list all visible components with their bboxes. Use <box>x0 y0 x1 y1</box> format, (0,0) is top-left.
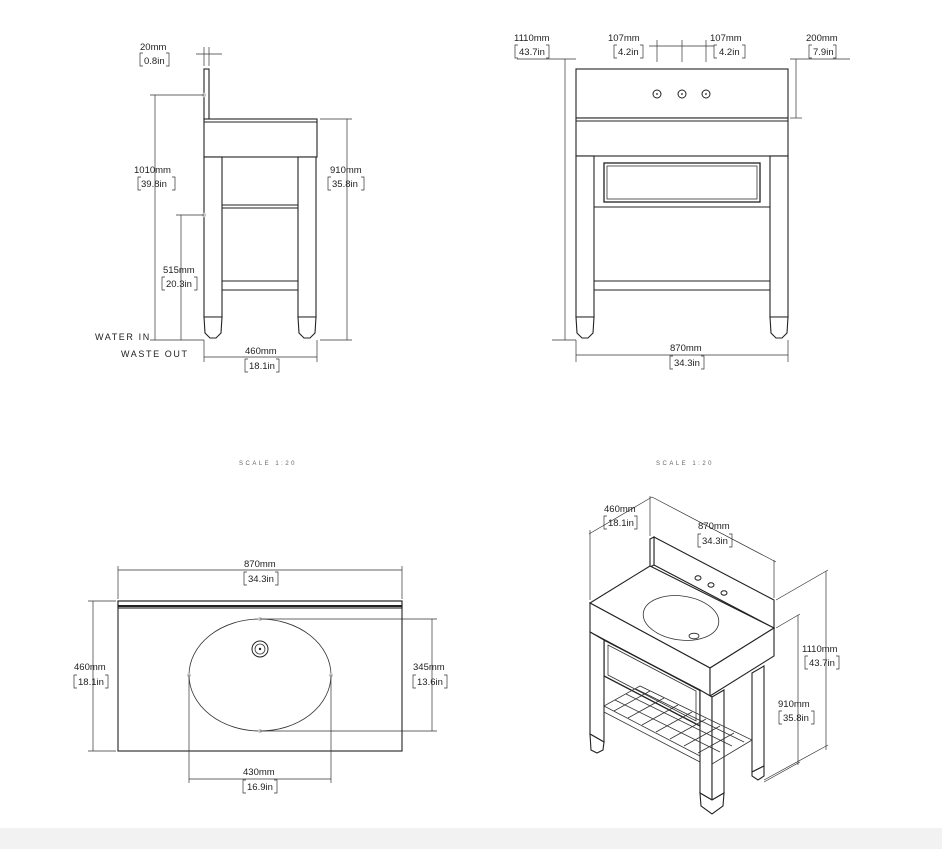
plan-basin-depth-mm: 345mm <box>413 662 445 673</box>
iso-width-in: 34.3in <box>702 536 728 547</box>
iso-depth-mm: 460mm <box>604 504 636 515</box>
front-total-height-mm: 1110mm <box>514 33 550 44</box>
front-backsplash-height-mm: 200mm <box>806 33 838 44</box>
side-backsplash-height-mm: 1010mm <box>134 165 171 176</box>
iso-total-height-in: 43.7in <box>809 658 835 669</box>
front-tap-spacing-right-mm: 107mm <box>710 33 742 44</box>
plan-depth-in: 18.1in <box>78 677 104 688</box>
side-counter-height-mm: 910mm <box>330 165 362 176</box>
shelf-slats <box>603 685 753 765</box>
front-total-height-in: 43.7in <box>519 47 545 58</box>
side-backsplash-height-in: 39.8in <box>141 179 167 190</box>
side-elevation: 20mm 0.8in 1010mm 39.8in 515mm 20.3in 91… <box>95 42 365 373</box>
front-backsplash-height-in: 7.9in <box>813 47 834 58</box>
scale-note-right: SCALE 1:20 <box>656 461 714 467</box>
front-width-in: 34.3in <box>674 358 700 369</box>
iso-total-height-mm: 1110mm <box>802 644 838 655</box>
iso-counter-height-in: 35.8in <box>783 713 809 724</box>
plan-depth-mm: 460mm <box>74 662 106 673</box>
front-width-mm: 870mm <box>670 343 702 354</box>
front-elevation: 1110mm 43.7in 107mm 4.2in 107mm 4.2in 20… <box>514 33 850 370</box>
isometric-view: 460mm 18.1in 870mm 34.3in 1110mm 43.7in … <box>588 496 840 815</box>
plan-width-mm: 870mm <box>244 559 276 570</box>
side-depth-mm: 460mm <box>245 346 277 357</box>
plan-width-in: 34.3in <box>248 574 274 585</box>
side-backsplash-thickness-mm: 20mm <box>140 42 166 53</box>
front-tap-spacing-left-mm: 107mm <box>608 33 640 44</box>
side-backsplash-thickness-in: 0.8in <box>144 56 165 67</box>
waste-out-label: WASTE OUT <box>121 349 189 359</box>
side-depth-in: 18.1in <box>249 361 275 372</box>
side-counter-height-in: 35.8in <box>332 179 358 190</box>
plan-basin-width-in: 16.9in <box>247 782 273 793</box>
side-water-height-in: 20.3in <box>166 279 192 290</box>
plan-basin-depth-in: 13.6in <box>417 677 443 688</box>
front-tap-spacing-right-in: 4.2in <box>719 47 740 58</box>
iso-width-mm: 870mm <box>698 521 730 532</box>
iso-depth-in: 18.1in <box>608 518 634 529</box>
side-water-height-mm: 515mm <box>163 265 195 276</box>
water-in-label: WATER IN <box>95 332 151 342</box>
front-tap-spacing-left-in: 4.2in <box>618 47 639 58</box>
scale-note-left: SCALE 1:20 <box>239 461 297 467</box>
plan-view: 870mm 34.3in 460mm 18.1in 345mm 13.6in 4… <box>73 559 448 794</box>
iso-counter-height-mm: 910mm <box>778 699 810 710</box>
plan-basin-width-mm: 430mm <box>243 767 275 778</box>
